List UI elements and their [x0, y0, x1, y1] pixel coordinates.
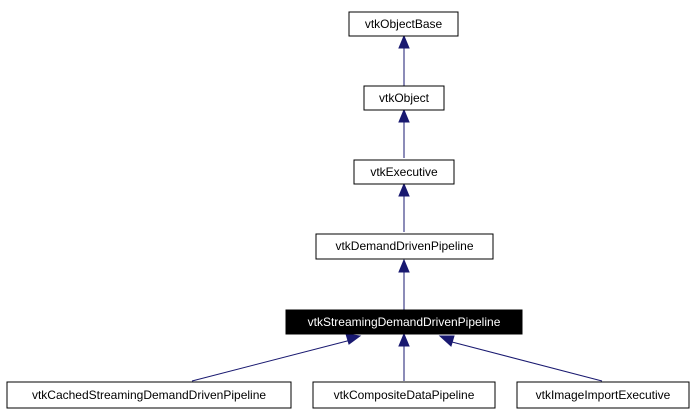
edge-composite-data-to-streaming [398, 332, 410, 381]
edge-streaming-to-demand-driven [398, 258, 410, 310]
node-vtk-streaming-demand-driven-pipeline[interactable]: vtkStreamingDemandDrivenPipeline [285, 309, 523, 335]
node-label: vtkObject [379, 91, 430, 105]
edge-executive-to-object [398, 108, 410, 158]
edge-cached-streaming-to-streaming [191, 333, 362, 382]
node-label: vtkObjectBase [365, 17, 443, 31]
node-vtk-executive[interactable]: vtkExecutive [353, 159, 455, 185]
node-vtk-object[interactable]: vtkObject [363, 85, 445, 111]
node-vtk-demand-driven-pipeline[interactable]: vtkDemandDrivenPipeline [315, 233, 494, 260]
node-label: vtkImageImportExecutive [536, 388, 671, 402]
node-label: vtkCachedStreamingDemandDrivenPipeline [32, 388, 266, 402]
edge-demand-driven-to-executive [398, 182, 410, 232]
node-vtk-object-base[interactable]: vtkObjectBase [348, 11, 459, 37]
node-label: vtkDemandDrivenPipeline [335, 239, 473, 253]
node-vtk-cached-streaming-demand-driven-pipeline[interactable]: vtkCachedStreamingDemandDrivenPipeline [6, 381, 292, 409]
node-vtk-composite-data-pipeline[interactable]: vtkCompositeDataPipeline [312, 381, 496, 409]
node-label: vtkStreamingDemandDrivenPipeline [308, 315, 501, 329]
edge-image-import-to-streaming [438, 335, 603, 382]
node-label: vtkExecutive [370, 165, 438, 179]
edge-object-to-object-base [398, 34, 410, 86]
node-vtk-image-import-executive[interactable]: vtkImageImportExecutive [516, 381, 690, 409]
node-label: vtkCompositeDataPipeline [334, 388, 475, 402]
